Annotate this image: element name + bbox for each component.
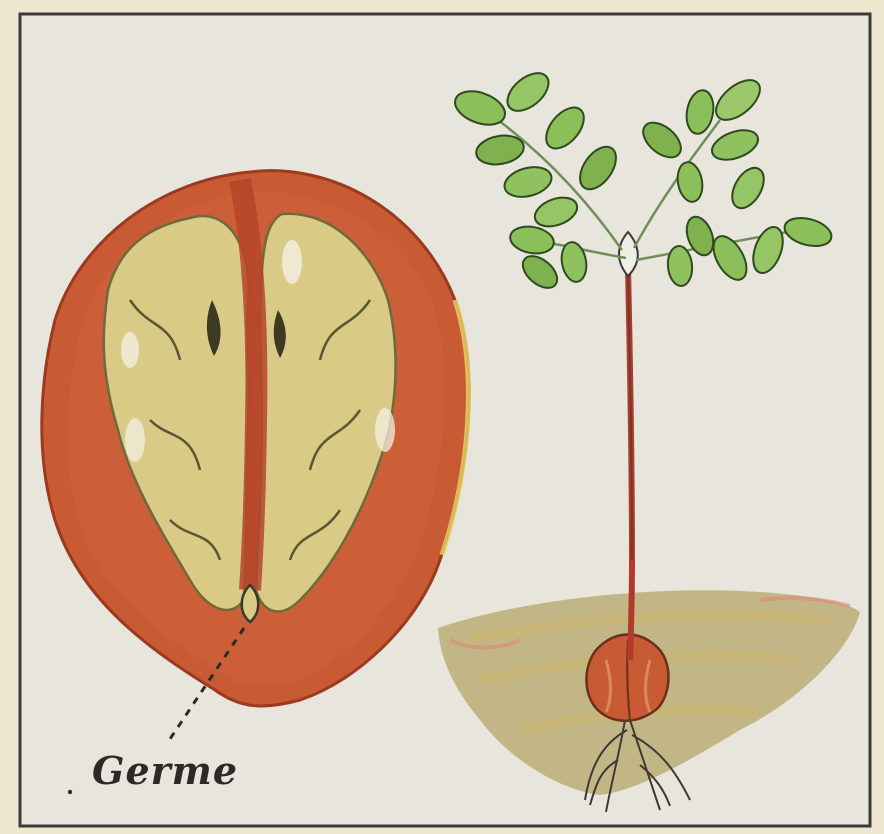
germ-marker bbox=[242, 585, 259, 622]
germ-label: Germe bbox=[92, 748, 238, 793]
